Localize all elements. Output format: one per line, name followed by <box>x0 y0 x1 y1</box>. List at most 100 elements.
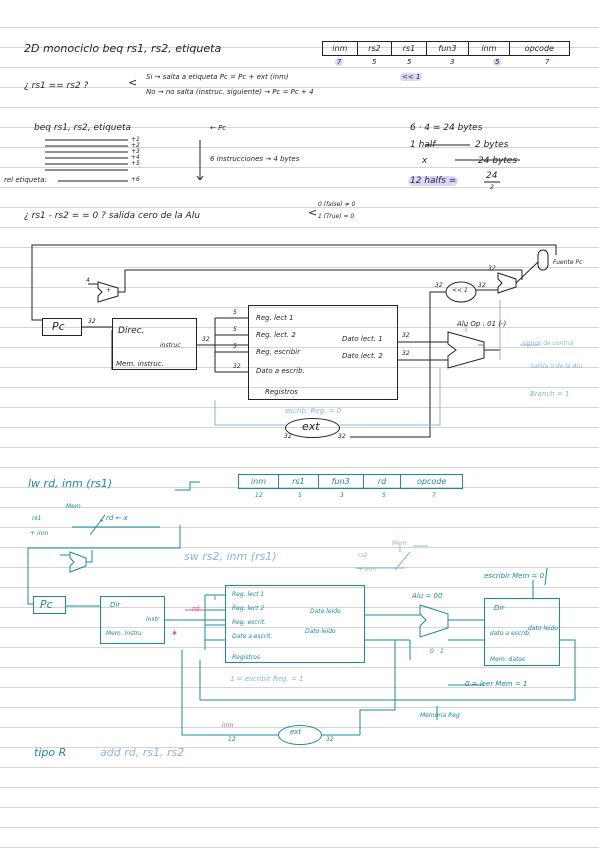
bus-32-ext-in: 32 <box>284 433 292 440</box>
bus-32-shift-out: 32 <box>478 282 486 289</box>
beq-bits-4: 5 <box>493 58 502 66</box>
bus-32-instr: 32 <box>202 336 210 343</box>
bus-5-b: 5 <box>233 326 237 333</box>
memoria-reg: Memoria Reg <box>420 712 460 719</box>
reg2-dato-leido2: Dato leido <box>305 628 336 635</box>
calc-line3-left: x <box>422 156 428 166</box>
lw-field-2: fun3 <box>317 474 364 489</box>
sw-mem: Mem <box>392 540 407 547</box>
branch-note: Branch = 1 <box>530 390 570 398</box>
beq-field-2: rs1 <box>391 41 427 56</box>
frac-den: 2 <box>490 184 494 191</box>
bus-32-adder2: 32 <box>488 265 496 272</box>
add-instr: add rd, rs1, rs2 <box>100 746 185 759</box>
salida-note: Salida 0 de la Alu <box>530 363 583 370</box>
lw-field-3: rd <box>362 474 402 489</box>
register-file-2 <box>225 585 365 663</box>
beq-shift: << 1 <box>400 73 423 81</box>
cond-question: ¿ rs1 - rs2 = = 0 ? salida cero de la Al… <box>24 211 200 221</box>
lw-rs1: rs1 <box>32 515 42 522</box>
offset-2: +2 <box>131 142 140 149</box>
frac-num: 24 <box>486 171 498 181</box>
reg-lect2: Reg. lect. 2 <box>256 331 296 339</box>
adder-plus-icon: + <box>106 287 112 294</box>
beq-yes: Si → salta a etiqueta Pc = Pc + ext (inm… <box>146 73 289 81</box>
lw-field-4: opcode <box>400 474 463 489</box>
lw-format-table: inm rs1 fun3 rd opcode <box>238 474 463 489</box>
pc-register <box>42 318 82 336</box>
branch-icon-2: < <box>308 206 318 219</box>
offset-1: +1 <box>131 136 140 143</box>
beq-bits-2: 5 <box>407 58 412 66</box>
calc-line1: 6 · 4 = 24 bytes <box>410 123 483 133</box>
dmem-name: Mem. datos <box>490 656 526 663</box>
dmem-dato-escrib: dato a escrib. <box>490 630 531 637</box>
mem-instr: instruc <box>160 342 181 349</box>
bus-32-pc: 32 <box>88 318 96 325</box>
mem-name: Mem. instruc. <box>116 360 164 368</box>
label-etiqueta: rel etiqueta: <box>4 176 47 184</box>
reg2-lect1: Reg. lect 1 <box>232 591 265 598</box>
rd-label: rd <box>192 605 200 613</box>
lw-field-1: rs1 <box>277 474 319 489</box>
ext-label: ext <box>302 420 320 433</box>
mem-dir: Direc. <box>118 326 145 336</box>
branch-icon: < <box>128 76 138 89</box>
reg2-lect2: Reg. lect 2 <box>232 605 265 612</box>
calc-line2-left: 1 half <box>410 140 436 150</box>
lw-inm: + inm <box>30 530 49 537</box>
instr-count: 6 instrucciones → 4 bytes <box>210 155 300 163</box>
lw-mem-note: Mem <box>66 503 81 510</box>
lw-title: lw rd, inm (rs1) <box>28 477 113 490</box>
bus-32-e: 32 <box>402 332 410 339</box>
ctrl-note: signos de control <box>522 340 574 347</box>
bus-32-shift-in: 32 <box>435 282 443 289</box>
escribir-reg: 1 = escribir Reg. = 1 <box>230 675 304 683</box>
alu2: Alu = 00 <box>412 592 443 600</box>
escribir-mem: escribir Mem = 0 <box>484 572 545 580</box>
instr-memory-2 <box>100 596 165 644</box>
dato-lect2: Dato lect. 2 <box>342 352 383 360</box>
beq-bits-0: 7 <box>335 58 344 66</box>
data-memory <box>484 598 560 666</box>
leer-mem: 0 = leer Mem = 1 <box>465 680 528 688</box>
beq-title: 2D monociclo beq rs1, rs2, etiqueta <box>24 42 222 55</box>
reg-escribir: Reg. escribir <box>256 348 300 356</box>
lw-bits-3: 5 <box>382 492 386 499</box>
reg2-dato-leido1: Dato leido <box>310 608 341 615</box>
mux-zero: 0 <box>430 648 434 655</box>
shift-label: << 1 <box>452 287 468 294</box>
tipo-r: tipo R <box>34 746 67 759</box>
pc-register-2 <box>33 596 66 614</box>
sw-inm: + inm <box>358 566 377 573</box>
lw-bits-2: 3 <box>340 492 344 499</box>
bus-32-f: 32 <box>402 350 410 357</box>
lw-field-0: inm <box>238 474 279 489</box>
cond-false: 0 (false) ≠ 0 <box>318 201 356 208</box>
listing-header: beq rs1, rs2, etiqueta <box>34 123 132 133</box>
beq-no: No → no salta (instruc. siguiente) → Pc … <box>146 88 314 96</box>
cond-true: 1 (True) = 0 <box>318 213 355 220</box>
pc-label-2: Pc <box>40 598 53 611</box>
dato-lect1: Dato lect. 1 <box>342 335 383 343</box>
sw-rs2: rs2 <box>358 552 368 559</box>
mem2-instr: instr <box>146 616 160 623</box>
bits-32: 32 <box>326 736 334 743</box>
beq-field-1: rs2 <box>356 41 393 56</box>
registros: Registros <box>265 388 298 396</box>
reg2-escrit: Reg. escrit. <box>232 619 266 626</box>
offset-5: +5 <box>131 160 140 167</box>
bus-32-d: 32 <box>233 363 241 370</box>
beq-format-table: inm rs2 rs1 fun3 inm opcode <box>322 41 571 56</box>
inm-label: inm <box>222 722 234 729</box>
reg-lect1: Reg. lect 1 <box>256 314 294 322</box>
reg2-dato-escrit: Dato a escrit. <box>232 633 273 640</box>
dmem-dir: Dir <box>494 604 505 612</box>
beq-field-5: opcode <box>508 41 571 56</box>
lw-bits-1: 5 <box>298 492 302 499</box>
offset-4: +4 <box>131 154 140 161</box>
pc-label: Pc <box>52 320 65 333</box>
listing-arrow-pc: ← Pc <box>210 124 227 132</box>
beq-bits-5: 7 <box>545 58 550 66</box>
mem2-name: Mem. instru <box>106 630 142 637</box>
